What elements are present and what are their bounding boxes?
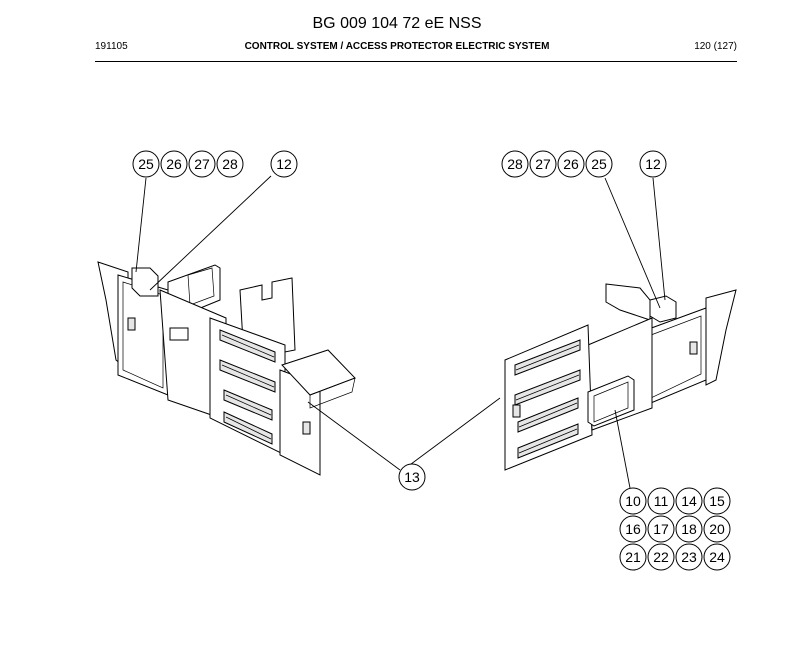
svg-text:16: 16 xyxy=(625,521,641,537)
svg-text:14: 14 xyxy=(681,493,697,509)
svg-text:11: 11 xyxy=(654,493,669,509)
svg-text:25: 25 xyxy=(591,156,607,172)
callout-left-27: 27 xyxy=(188,150,216,178)
callout-14: 14 xyxy=(675,487,703,515)
leader-lines xyxy=(135,175,666,489)
callout-11: 11 xyxy=(647,487,675,515)
svg-text:28: 28 xyxy=(507,156,523,172)
svg-text:18: 18 xyxy=(681,521,697,537)
callout-18: 18 xyxy=(675,515,703,543)
svg-text:25: 25 xyxy=(138,156,154,172)
callout-left-28: 28 xyxy=(216,150,244,178)
callout-10: 10 xyxy=(619,487,647,515)
callout-20: 20 xyxy=(703,515,731,543)
right-door-handle xyxy=(689,341,698,355)
right-rear-frame xyxy=(605,283,651,321)
svg-text:23: 23 xyxy=(681,549,697,565)
date-code: 191105 xyxy=(95,41,128,52)
left-cover-latch xyxy=(302,421,311,435)
right-flared-shield xyxy=(705,289,737,386)
callout-15: 15 xyxy=(703,487,731,515)
callout-right-28: 28 xyxy=(501,150,529,178)
page-number: 120 (127) xyxy=(694,41,737,52)
svg-text:21: 21 xyxy=(625,549,641,565)
svg-text:15: 15 xyxy=(709,493,725,509)
svg-text:27: 27 xyxy=(535,156,551,172)
svg-text:28: 28 xyxy=(222,156,238,172)
left-top-box xyxy=(131,267,159,297)
svg-text:12: 12 xyxy=(645,156,661,172)
right-door-panel xyxy=(645,307,707,406)
right-rack-latch xyxy=(512,404,521,418)
callout-left-26: 26 xyxy=(160,150,188,178)
callout-24: 24 xyxy=(703,543,731,571)
right-cabinet-assembly xyxy=(504,283,737,471)
left-cabinet-assembly xyxy=(97,261,356,476)
document-title: BG 009 104 72 eE NSS xyxy=(312,15,482,32)
callout-right-27: 27 xyxy=(529,150,557,178)
right-control-box xyxy=(587,375,635,427)
callout-21: 21 xyxy=(619,543,647,571)
svg-text:24: 24 xyxy=(709,549,725,565)
svg-text:20: 20 xyxy=(709,521,725,537)
right-top-box xyxy=(649,295,677,323)
svg-text:17: 17 xyxy=(653,521,669,537)
svg-text:26: 26 xyxy=(166,156,182,172)
svg-text:22: 22 xyxy=(653,549,669,565)
left-terminal-rails xyxy=(219,329,276,445)
callout-13: 13 xyxy=(398,463,426,491)
callout-22: 22 xyxy=(647,543,675,571)
callout-right-25: 25 xyxy=(585,150,613,178)
callout-right-26: 26 xyxy=(557,150,585,178)
callout-16: 16 xyxy=(619,515,647,543)
callout-right-12: 12 xyxy=(639,150,667,178)
svg-text:12: 12 xyxy=(276,156,292,172)
header-rule xyxy=(95,61,737,62)
svg-text:26: 26 xyxy=(563,156,579,172)
svg-text:27: 27 xyxy=(194,156,210,172)
left-door-handle xyxy=(127,317,136,331)
section-title: CONTROL SYSTEM / ACCESS PROTECTOR ELECTR… xyxy=(244,41,550,52)
callout-left-25: 25 xyxy=(132,150,160,178)
svg-text:13: 13 xyxy=(404,469,420,485)
callout-23: 23 xyxy=(675,543,703,571)
right-terminal-rails xyxy=(514,339,581,459)
left-bracket xyxy=(169,327,189,341)
callout-17: 17 xyxy=(647,515,675,543)
svg-text:10: 10 xyxy=(625,493,641,509)
callout-left-12: 12 xyxy=(270,150,298,178)
